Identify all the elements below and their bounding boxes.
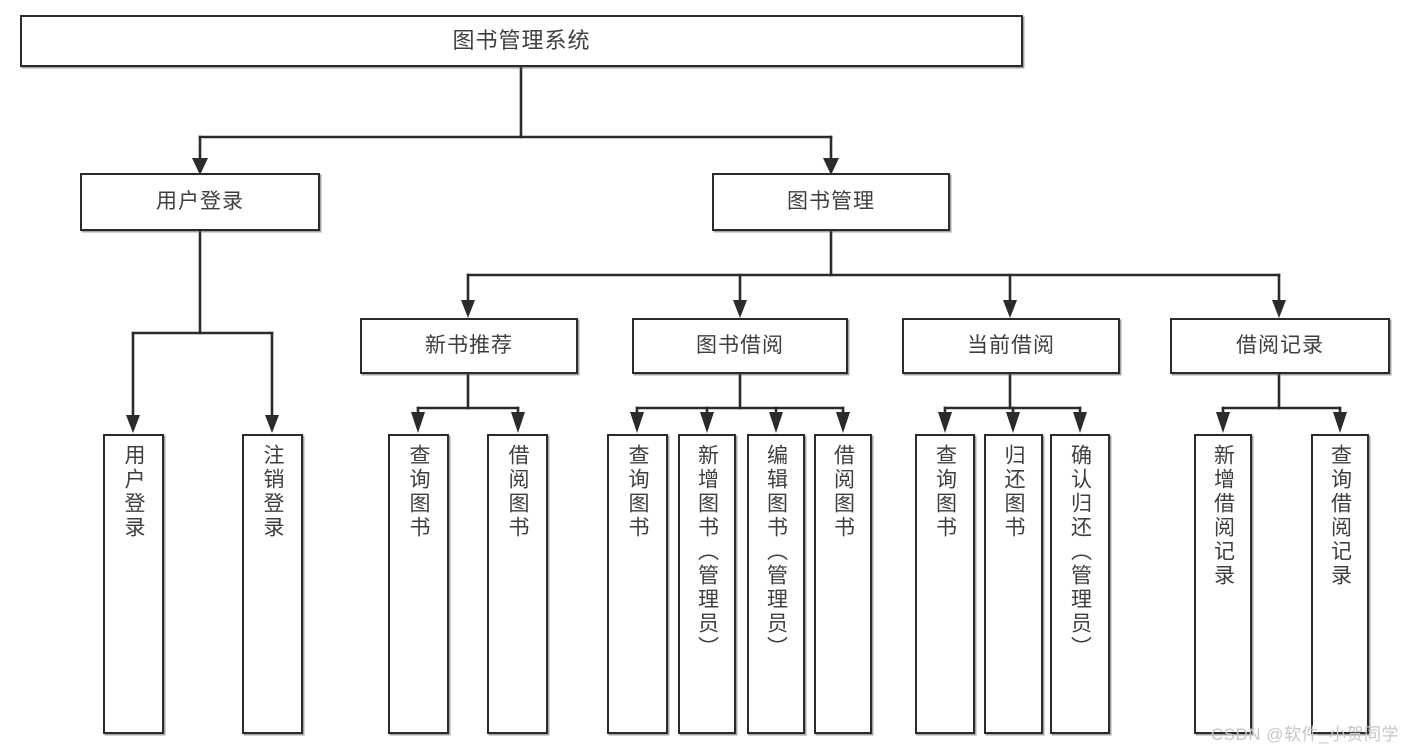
leaf-confirm-return-admin[interactable]: 确认归还（管理员） [1050, 434, 1110, 734]
node-new-book-recommend[interactable]: 新书推荐 [360, 318, 578, 374]
leaf-add-borrow-record-label: 新增借阅记录 [1211, 444, 1235, 588]
node-borrow-record[interactable]: 借阅记录 [1170, 318, 1390, 374]
node-user-login-label: 用户登录 [156, 189, 244, 213]
node-book-borrow[interactable]: 图书借阅 [632, 318, 848, 374]
leaf-edit-book-admin[interactable]: 编辑图书（管理员） [747, 434, 805, 734]
leaf-query-book-current-label: 查询图书 [933, 444, 957, 540]
leaf-query-book-borrow-label: 查询图书 [626, 444, 649, 540]
leaf-borrow-book[interactable]: 借阅图书 [814, 434, 872, 734]
csdn-watermark: CSDN @软件_小贺同学 [1210, 725, 1399, 744]
node-user-login[interactable]: 用户登录 [80, 173, 320, 231]
leaf-user-login-label: 用户登录 [122, 444, 145, 540]
node-root[interactable]: 图书管理系统 [20, 15, 1023, 67]
leaf-borrow-book-recommend[interactable]: 借阅图书 [487, 434, 548, 734]
leaf-add-book-admin-label: 新增图书（管理员） [695, 444, 719, 660]
leaf-query-borrow-record[interactable]: 查询借阅记录 [1311, 434, 1369, 734]
leaf-return-book-label: 归还图书 [1002, 444, 1025, 540]
leaf-query-borrow-record-label: 查询借阅记录 [1328, 444, 1352, 588]
node-book-manage[interactable]: 图书管理 [712, 173, 950, 231]
leaf-query-book-recommend-label: 查询图书 [407, 444, 430, 540]
leaf-borrow-book-recommend-label: 借阅图书 [506, 444, 529, 540]
node-root-label: 图书管理系统 [452, 28, 591, 54]
leaf-edit-book-admin-label: 编辑图书（管理员） [764, 444, 788, 660]
node-current-borrow-label: 当前借阅 [967, 333, 1055, 357]
leaf-query-book-current[interactable]: 查询图书 [915, 434, 975, 734]
leaf-query-book-borrow[interactable]: 查询图书 [607, 434, 668, 734]
leaf-user-login[interactable]: 用户登录 [103, 434, 164, 734]
edge-current-borrow-to-leaves [938, 372, 1087, 433]
edge-book-manage-to-level3 [461, 229, 1286, 318]
edge-borrow-record-to-leaves [1216, 372, 1347, 433]
leaf-return-book[interactable]: 归还图书 [984, 434, 1043, 734]
leaf-query-book-recommend[interactable]: 查询图书 [388, 434, 449, 734]
leaf-confirm-return-admin-label: 确认归还（管理员） [1068, 444, 1092, 660]
leaf-add-book-admin[interactable]: 新增图书（管理员） [678, 434, 736, 734]
leaf-add-borrow-record[interactable]: 新增借阅记录 [1194, 434, 1252, 734]
node-current-borrow[interactable]: 当前借阅 [902, 318, 1120, 374]
node-book-borrow-label: 图书借阅 [696, 333, 784, 357]
edge-root-to-level2 [192, 65, 839, 175]
edge-book-borrow-to-leaves [630, 372, 850, 433]
edge-user-login-to-leaves [126, 229, 279, 433]
edge-new-book-rec-to-leaves [411, 372, 525, 433]
node-new-book-recommend-label: 新书推荐 [425, 333, 513, 357]
leaf-borrow-book-label: 借阅图书 [831, 444, 855, 540]
node-borrow-record-label: 借阅记录 [1236, 333, 1324, 357]
leaf-logout[interactable]: 注销登录 [242, 434, 303, 734]
node-book-manage-label: 图书管理 [787, 189, 875, 213]
leaf-logout-label: 注销登录 [261, 444, 284, 540]
